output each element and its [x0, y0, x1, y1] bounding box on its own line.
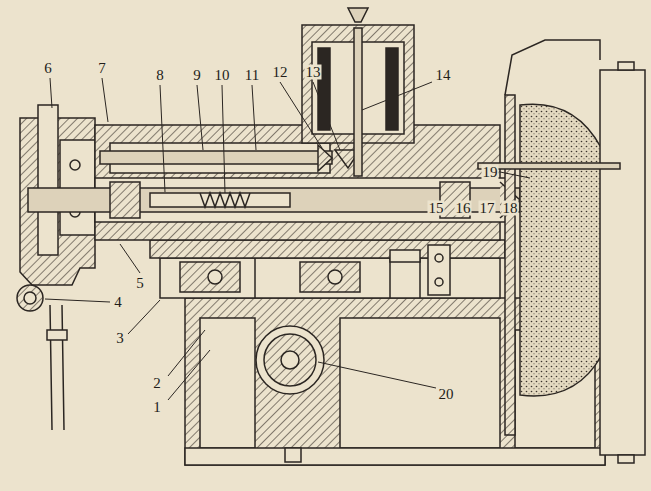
- callout-number: 9: [192, 68, 202, 83]
- callout-number: 20: [438, 387, 455, 402]
- callout-number: 11: [244, 68, 260, 83]
- callout-number: 16: [455, 201, 472, 216]
- callout-number: 15: [428, 201, 445, 216]
- callout-number: 10: [214, 68, 231, 83]
- callout-number: 5: [135, 276, 145, 291]
- callout-number: 3: [115, 331, 125, 346]
- callout-number: 18: [502, 201, 519, 216]
- callout-number: 17: [479, 201, 496, 216]
- callout-number: 4: [113, 295, 123, 310]
- callout-number: 12: [272, 65, 289, 80]
- callout-number: 1: [152, 400, 162, 415]
- callout-number: 6: [43, 61, 53, 76]
- callout-number: 8: [155, 68, 165, 83]
- callout-number: 7: [97, 61, 107, 76]
- callout-number: 13: [305, 65, 322, 80]
- callout-number: 14: [435, 68, 452, 83]
- callout-number: 2: [152, 376, 162, 391]
- callout-number: 19: [482, 165, 499, 180]
